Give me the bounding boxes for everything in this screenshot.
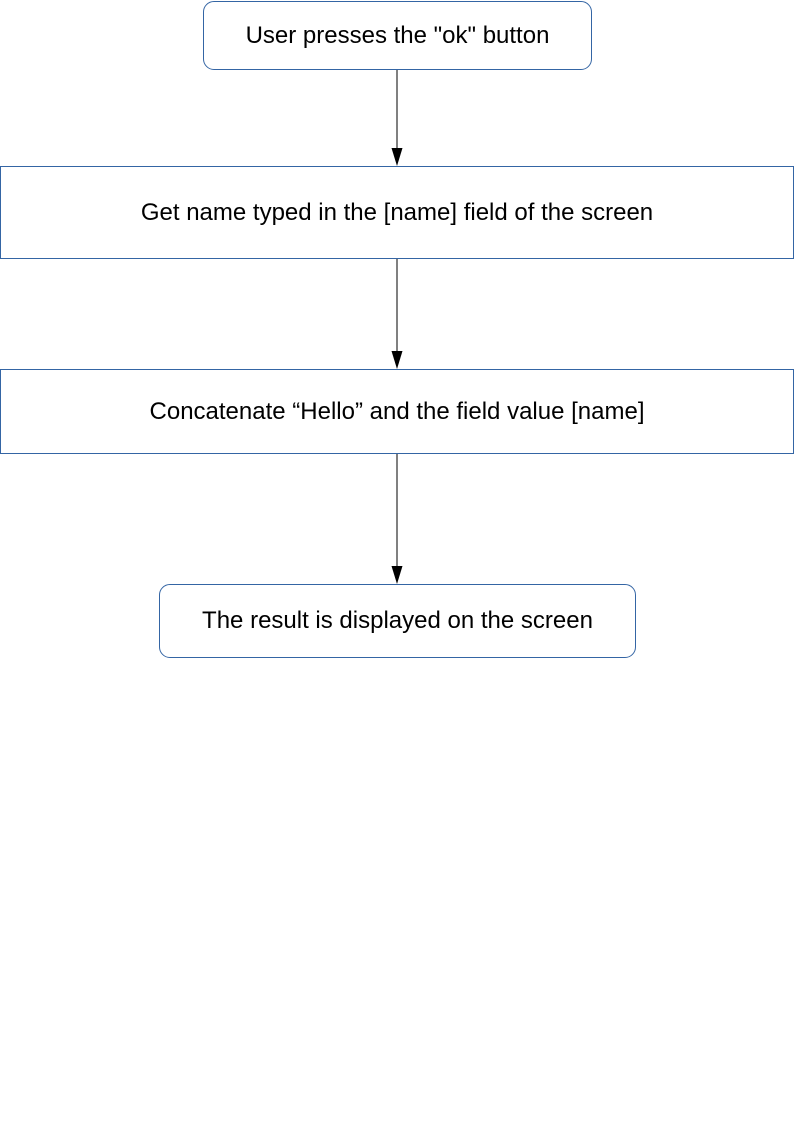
edge-get-to-concat [391,259,403,369]
edge-start-to-get [391,70,403,166]
concatenate-node-label: Concatenate “Hello” and the field value … [149,397,645,425]
get-name-node-label: Get name typed in the [name] field of th… [140,198,654,226]
edge-concat-to-end [391,454,403,584]
get-name-node: Get name typed in the [name] field of th… [0,166,794,259]
start-node-label: User presses the "ok" button [245,21,550,49]
start-node: User presses the "ok" button [203,1,592,70]
arrowhead-icon [391,351,403,369]
result-node: The result is displayed on the screen [159,584,636,658]
result-node-label: The result is displayed on the screen [202,607,593,634]
arrowhead-icon [391,566,403,584]
arrowhead-icon [391,148,403,166]
concatenate-node: Concatenate “Hello” and the field value … [0,369,794,454]
